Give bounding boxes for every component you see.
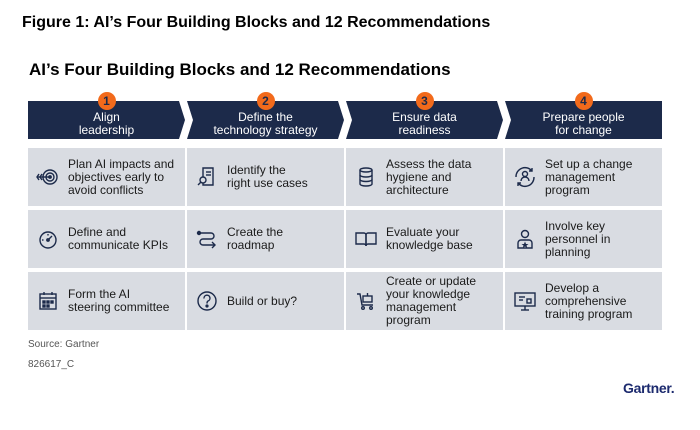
book-icon: [346, 229, 386, 249]
step-number-badge: 2: [256, 92, 275, 110]
source-note: Source: Gartner: [28, 339, 100, 350]
figure-title: Figure 1: AI’s Four Building Blocks and …: [22, 14, 491, 31]
gartner-logo: Gartner.: [623, 380, 675, 396]
roadmap-icon: [187, 228, 227, 250]
document-search-icon: [187, 166, 227, 188]
recommendation-card: Build or buy?: [187, 272, 344, 330]
recommendation-text: Build or buy?: [227, 293, 298, 308]
cart-icon: [346, 290, 386, 312]
refresh-person-icon: [505, 166, 545, 188]
database-icon: [346, 166, 386, 188]
presentation-icon: [505, 290, 545, 312]
step-number-badge: 1: [97, 92, 116, 110]
calendar-icon: [28, 290, 68, 312]
gauge-icon: [28, 228, 68, 250]
person-star-icon: [505, 228, 545, 250]
step-number-badge: 4: [574, 92, 593, 110]
main-title: AI’s Four Building Blocks and 12 Recomme…: [29, 60, 451, 79]
step-number-badge: 3: [415, 92, 434, 110]
question-icon: [187, 290, 227, 312]
target-icon: [28, 167, 68, 187]
figure-code: 826617_C: [28, 359, 75, 370]
